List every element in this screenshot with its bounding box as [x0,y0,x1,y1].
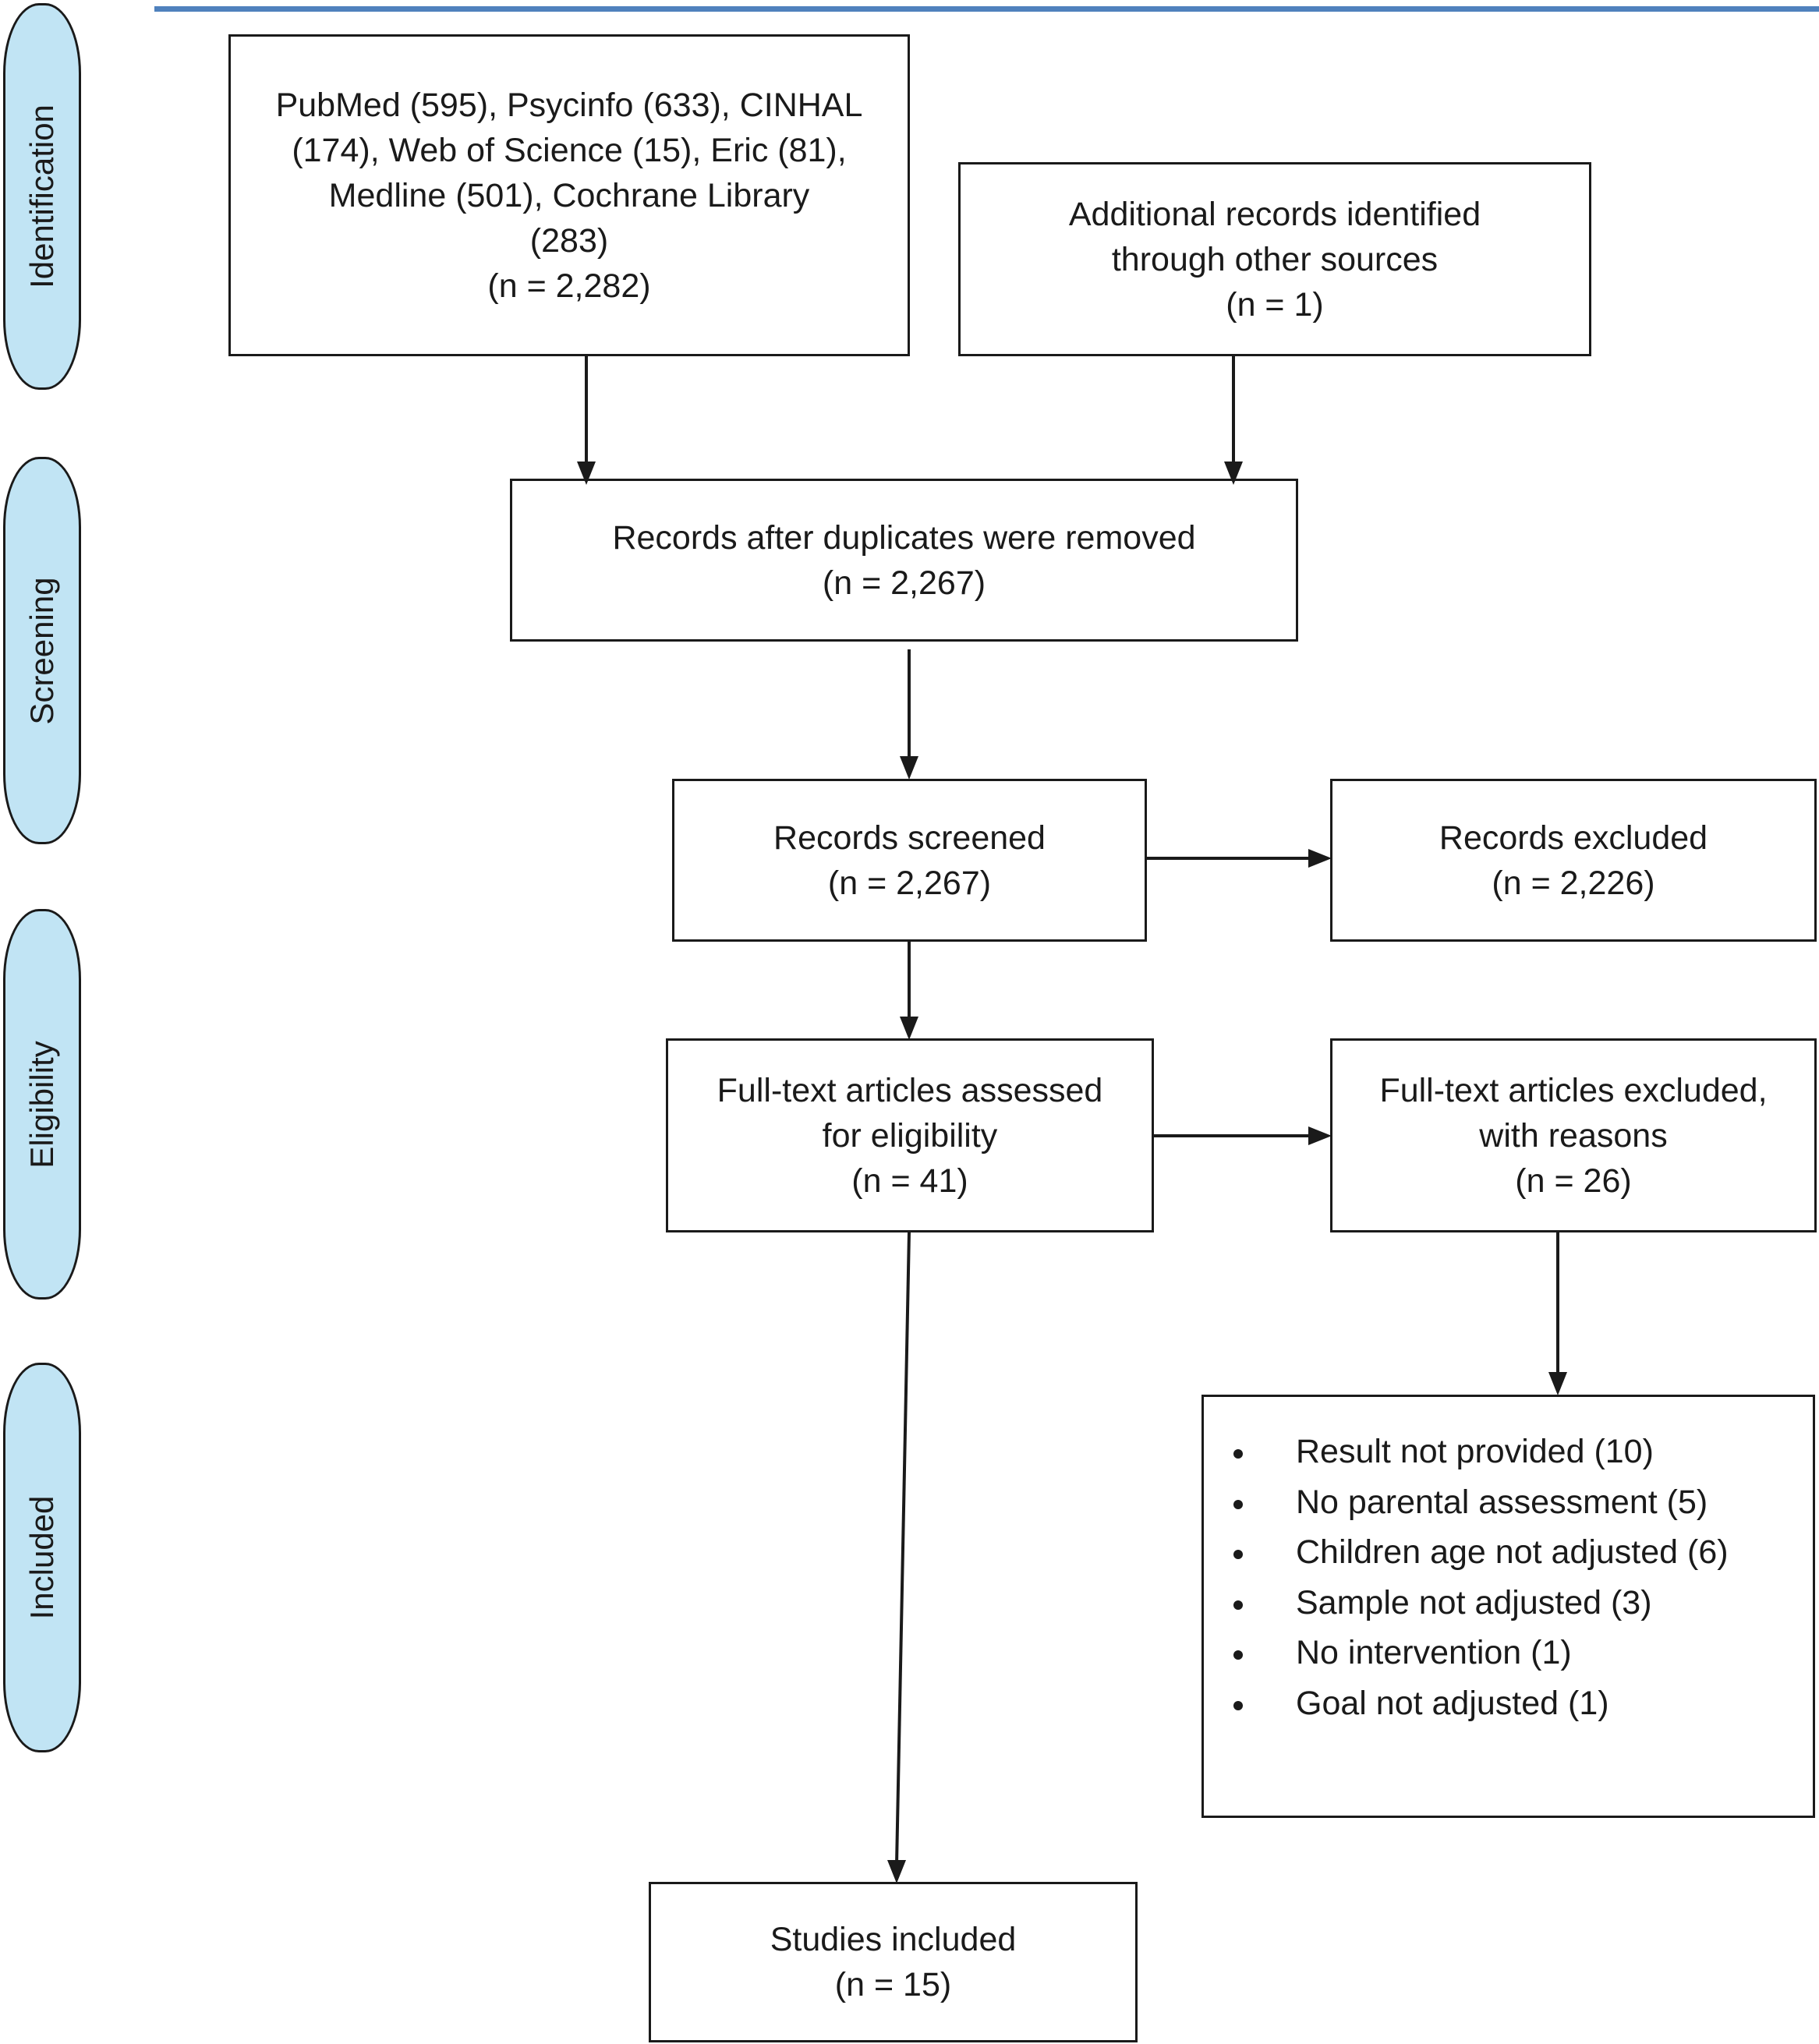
databases-line: (174), Web of Science (15), Eric (81), [292,131,847,169]
fulltext-assessed-line: Full-text articles assessed [717,1071,1103,1109]
databases-line: PubMed (595), Psycinfo (633), CINHAL [275,86,863,124]
fulltext-excluded-line: Full-text articles excluded, [1379,1071,1768,1109]
exclusion-reason-text: Children age not adjusted (6) [1296,1533,1729,1571]
duplicates-count: (n = 2,267) [822,564,986,602]
arrowhead-icon [1308,849,1332,868]
exclusion-reasons-box: Result not provided (10) No parental ass… [1201,1395,1815,1818]
fulltext-assessed-box: Full-text articles assessed for eligibil… [666,1038,1154,1232]
fulltext-assessed-line: for eligibility [822,1116,998,1155]
bullet-icon [1233,1600,1243,1610]
exclusion-reason-text: Result not provided (10) [1296,1433,1654,1470]
additional-count: (n = 1) [1226,285,1324,324]
exclusion-reason-text: Sample not adjusted (3) [1296,1583,1652,1621]
additional-line: through other sources [1111,240,1439,278]
exclusion-reasons-list: Result not provided (10) No parental ass… [1204,1397,1813,1728]
exclusion-reason-text: Goal not adjusted (1) [1296,1684,1609,1722]
exclusion-reason-item: Goal not adjusted (1) [1204,1678,1813,1729]
duplicates-removed-box: Records after duplicates were removed (n… [510,479,1298,642]
exclusion-reason-item: No intervention (1) [1204,1628,1813,1678]
top-rule [154,6,1819,12]
databases-box: PubMed (595), Psycinfo (633), CINHAL (17… [228,34,910,356]
arrowhead-icon [900,1017,918,1040]
screened-line: Records screened [773,819,1046,857]
fulltext-excluded-line: with reasons [1479,1116,1668,1155]
exclusion-reason-item: Result not provided (10) [1204,1427,1813,1477]
excluded-count: (n = 2,226) [1492,864,1655,902]
arrowhead-icon [577,461,596,485]
databases-count: (n = 2,282) [487,267,651,305]
arrowhead-icon [900,756,918,780]
phase-included: Included [3,1363,81,1752]
bullet-icon [1233,1499,1243,1509]
studies-included-line: Studies included [770,1921,1017,1958]
exclusion-reason-item: Sample not adjusted (3) [1204,1578,1813,1628]
exclusion-reason-text: No parental assessment (5) [1296,1483,1708,1521]
arrow-fulltext-to-included [895,1232,911,1865]
screened-count: (n = 2,267) [827,864,992,902]
arrowhead-icon [1224,461,1243,485]
bullet-icon [1233,1650,1243,1660]
bullet-icon [1233,1550,1243,1559]
fulltext-assessed-count: (n = 41) [851,1162,968,1200]
records-screened-box: Records screened (n = 2,267) [672,779,1147,942]
additional-line: Additional records identified [1068,195,1481,233]
exclusion-reason-item: No parental assessment (5) [1204,1477,1813,1528]
exclusion-reason-item: Children age not adjusted (6) [1204,1527,1813,1578]
databases-line: (283) [529,221,609,260]
records-excluded-box: Records excluded (n = 2,226) [1330,779,1817,942]
phase-identification: Identification [3,3,81,390]
phase-eligibility: Eligibility [3,909,81,1300]
studies-included-box: Studies included (n = 15) [649,1882,1138,2042]
phase-screening: Screening [3,457,81,844]
studies-included-count: (n = 15) [834,1966,952,2003]
bullet-icon [1233,1700,1243,1710]
fulltext-excluded-box: Full-text articles excluded, with reason… [1330,1038,1817,1232]
duplicates-line: Records after duplicates were removed [612,518,1196,557]
arrowhead-icon [887,1860,906,1883]
bullet-icon [1233,1449,1243,1459]
arrowhead-icon [1308,1126,1332,1145]
fulltext-excluded-count: (n = 26) [1515,1162,1632,1200]
databases-line: Medline (501), Cochrane Library [328,176,810,214]
exclusion-reason-text: No intervention (1) [1296,1634,1572,1671]
excluded-line: Records excluded [1439,819,1708,857]
additional-records-box: Additional records identified through ot… [958,162,1591,356]
arrowhead-icon [1548,1372,1567,1395]
